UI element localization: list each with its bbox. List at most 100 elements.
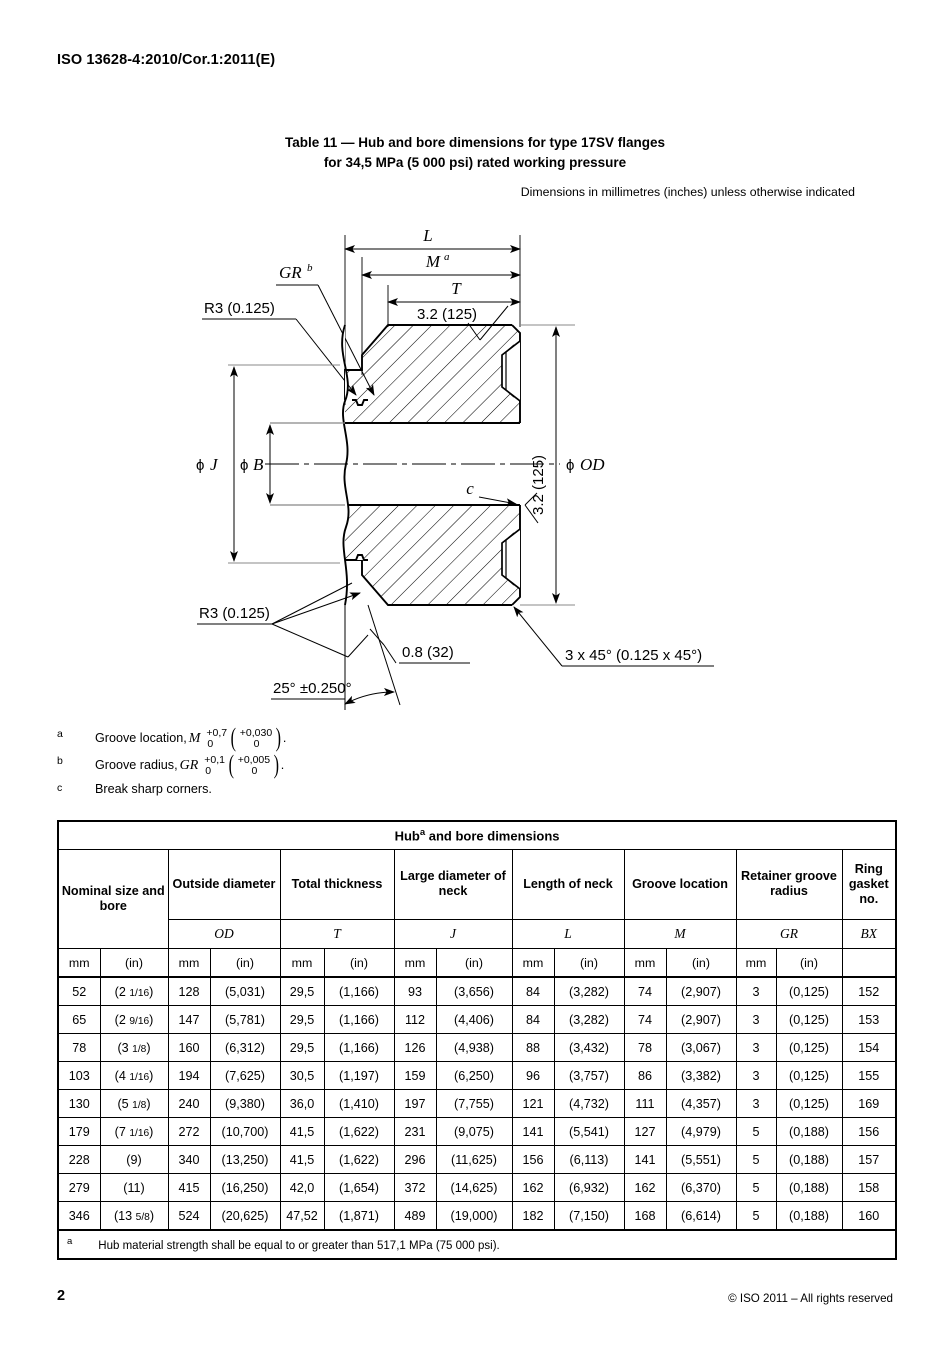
cell-m-in: (4,979)	[665, 1117, 737, 1147]
tol-in-lower: 0	[251, 764, 258, 777]
cell-t-in: (1,871)	[323, 1201, 395, 1231]
figure-phi-OD-symbol: ϕ	[566, 457, 574, 474]
figure-footnote-a: a Groove location, M +0,7 0 ( +0,030 0 )…	[57, 725, 877, 755]
cell-m-in: (5,551)	[665, 1145, 737, 1175]
cell-l-in: (3,282)	[553, 1005, 625, 1035]
cell-l-in: (3,282)	[553, 976, 625, 1007]
tol-mm-lower: 0	[205, 764, 212, 777]
cell-j-in: (4,938)	[435, 1033, 513, 1063]
cell-m-mm: 111	[623, 1089, 667, 1119]
cell-m-mm: 74	[623, 1005, 667, 1035]
cell-j-in: (11,625)	[435, 1145, 513, 1175]
table-caption-line1: Table 11 — Hub and bore dimensions for t…	[284, 135, 666, 150]
cell-m-in: (3,382)	[665, 1061, 737, 1091]
cell-gr-in: (0,188)	[775, 1145, 843, 1175]
cell-j-mm: 489	[393, 1201, 437, 1231]
col-header-outside-diameter: Outside diameter	[167, 849, 281, 921]
table-symbol-row: OD T J L M GR BX	[58, 919, 898, 950]
cell-j-in: (4,406)	[435, 1005, 513, 1035]
cell-nominal-mm: 78	[57, 1033, 101, 1063]
cell-j-in: (19,000)	[435, 1201, 513, 1231]
cell-m-in: (6,614)	[665, 1201, 737, 1231]
cell-bx: 152	[841, 976, 898, 1007]
cell-j-in: (14,625)	[435, 1173, 513, 1203]
cell-od-mm: 194	[167, 1061, 211, 1091]
figure-dim-T: T	[451, 279, 462, 298]
cell-od-mm: 128	[167, 976, 211, 1007]
unit-nominal-mm: mm	[57, 948, 101, 979]
figure-footnote-b-symbol: GR	[179, 757, 199, 773]
figure-footnote-b-tolerance-inch: ( +0,005 0 )	[228, 750, 280, 780]
cell-l-in: (6,932)	[553, 1173, 625, 1203]
figure-phi-J-symbol: ϕ	[196, 457, 204, 474]
table-row: 130(5 1/8)240(9,380)36,0(1,410)197(7,755…	[57, 1089, 898, 1119]
cell-od-in: (16,250)	[209, 1173, 281, 1203]
col-header-groove-location: Groove location	[623, 849, 737, 921]
cell-l-mm: 156	[511, 1145, 555, 1175]
cell-bx: 158	[841, 1173, 898, 1203]
cell-nominal-in: (5 1/8)	[99, 1089, 169, 1119]
figure-label-GR: GR	[279, 263, 302, 282]
figure-surface-finish-top: 3.2 (125)	[417, 306, 477, 323]
figure-dim-phi-B: B	[253, 455, 264, 474]
cell-nominal-mm: 65	[57, 1005, 101, 1035]
table-footnote-mark: a	[67, 1236, 73, 1248]
cell-l-in: (5,541)	[553, 1117, 625, 1147]
cell-bx: 169	[841, 1089, 898, 1119]
copyright-notice: © ISO 2011 – All rights reserved	[728, 1292, 893, 1305]
unit-nominal-in: (in)	[99, 948, 169, 979]
cell-nominal-mm: 130	[57, 1089, 101, 1119]
tol-mm-upper: +0,1	[204, 754, 226, 766]
cell-l-mm: 141	[511, 1117, 555, 1147]
group-title-rest: and bore dimensions	[425, 828, 560, 844]
col-symbol-od: OD	[167, 919, 281, 950]
cell-gr-in: (0,125)	[775, 1089, 843, 1119]
cell-j-mm: 296	[393, 1145, 437, 1175]
cell-j-mm: 112	[393, 1005, 437, 1035]
figure-chamfer-small-note: 0.8 (32)	[402, 644, 454, 661]
figure-label-GR-footnote-ref: b	[307, 262, 313, 274]
table-row: 65(2 9/16)147(5,781)29,5(1,166)112(4,406…	[57, 1005, 898, 1035]
cell-bx: 160	[841, 1201, 898, 1231]
cell-nominal-mm: 103	[57, 1061, 101, 1091]
figure-footnote-b-text: Groove radius,	[95, 757, 178, 772]
figure-footnote-b-tolerance-mm: +0,1 0	[202, 755, 227, 776]
cell-gr-in: (0,125)	[775, 1061, 843, 1091]
unit-j-in: (in)	[435, 948, 513, 979]
cell-m-mm: 141	[623, 1145, 667, 1175]
col-symbol-bx: BX	[841, 919, 898, 950]
cell-od-in: (20,625)	[209, 1201, 281, 1231]
cell-l-mm: 84	[511, 1005, 555, 1035]
cell-bx: 153	[841, 1005, 898, 1035]
figure-dim-phi-J: J	[210, 455, 219, 474]
table-row: 103(4 1/16)194(7,625)30,5(1,197)159(6,25…	[57, 1061, 898, 1091]
cell-bx: 154	[841, 1033, 898, 1063]
figure-footnote-b: b Groove radius, GR +0,1 0 ( +0,005 0 ) …	[57, 750, 877, 782]
cell-nominal-mm: 52	[57, 976, 101, 1007]
cell-m-mm: 74	[623, 976, 667, 1007]
figure-footnote-a-tolerance-mm: +0,7 0	[204, 728, 229, 749]
unit-t-in: (in)	[323, 948, 395, 979]
hub-cross-section-drawing: L M a T 3.2 (125) GR b R3 (0.125)	[0, 205, 950, 715]
figure-dim-M: M	[425, 252, 441, 271]
unit-j-mm: mm	[393, 948, 437, 979]
cell-nominal-mm: 228	[57, 1145, 101, 1175]
cell-gr-in: (0,188)	[775, 1173, 843, 1203]
cell-gr-mm: 3	[735, 1061, 777, 1091]
cell-od-mm: 272	[167, 1117, 211, 1147]
cell-nominal-in: (11)	[99, 1173, 169, 1203]
cell-t-in: (1,166)	[323, 1033, 395, 1063]
cell-j-mm: 197	[393, 1089, 437, 1119]
unit-gr-in: (in)	[775, 948, 843, 979]
unit-t-mm: mm	[279, 948, 325, 979]
figure-footnote-c-text: Break sharp corners.	[95, 782, 212, 796]
cell-nominal-in: (9)	[99, 1145, 169, 1175]
cell-od-in: (6,312)	[209, 1033, 281, 1063]
cell-gr-in: (0,188)	[775, 1117, 843, 1147]
cell-l-mm: 182	[511, 1201, 555, 1231]
col-symbol-gr: GR	[735, 919, 843, 950]
cell-t-in: (1,654)	[323, 1173, 395, 1203]
cell-nominal-in: (13 5/8)	[99, 1201, 169, 1231]
